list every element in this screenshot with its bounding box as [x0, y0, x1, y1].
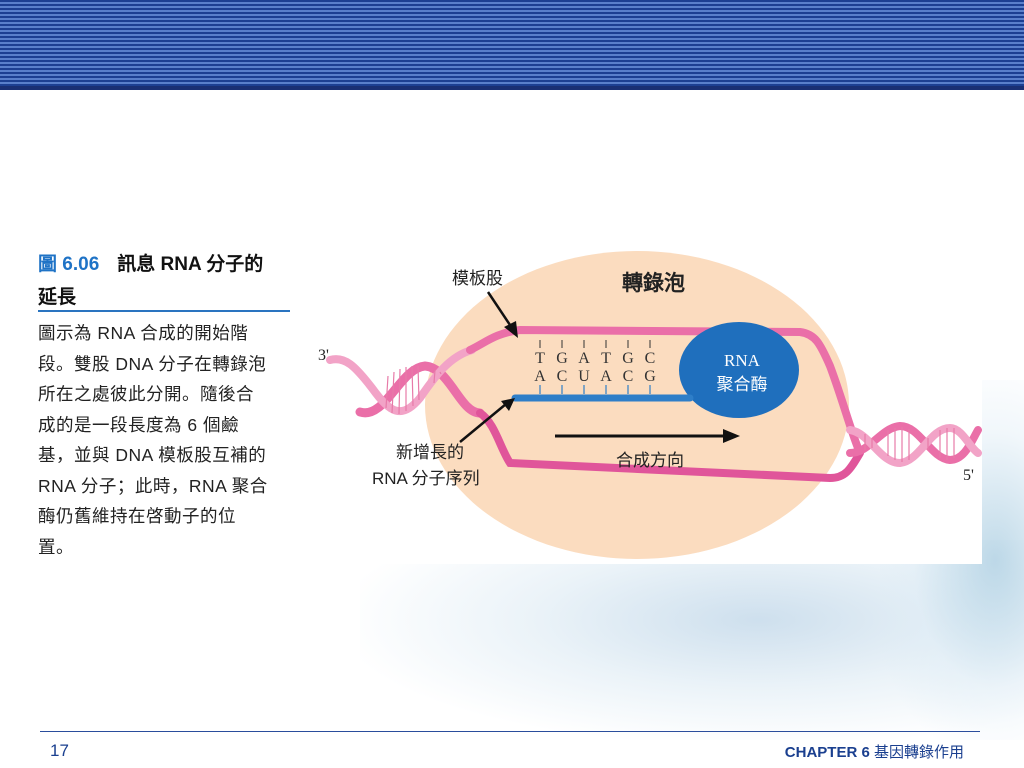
- figure-title: 圖 6.06 訊息 RNA 分子的 延長: [38, 248, 290, 314]
- dna-bases: [539, 340, 651, 348]
- figure-title-divider: [38, 310, 290, 312]
- caption-line: RNA 分子；此時，RNA 聚合: [38, 475, 268, 496]
- figure-title-line2: 延長: [38, 287, 77, 308]
- caption-line: 基，並與 DNA 模板股互補的: [38, 445, 267, 465]
- caption-line: 置。: [38, 536, 74, 557]
- caption-line: 圖示為 RNA 合成的開始階: [38, 323, 249, 343]
- caption-line: 所在之處彼此分開。隨後合: [38, 384, 254, 404]
- template-pointer-arrow: [486, 291, 518, 338]
- figure-label: 圖 6.06: [38, 254, 100, 275]
- rna-base: G: [644, 368, 656, 385]
- caption-line: 段。雙股 DNA 分子在轉錄泡: [38, 353, 267, 374]
- transcription-diagram: RNA 聚合酶 T G A T G C A C U A C G 合成方向 模板股…: [310, 248, 982, 564]
- chapter-number: CHAPTER 6: [784, 744, 870, 761]
- new-rna-label-2: RNA 分子序列: [372, 469, 480, 488]
- coding-strand: [476, 409, 864, 483]
- new-rna-label-1: 新增長的: [396, 443, 464, 462]
- rna-polymerase: [679, 322, 799, 418]
- direction-label: 合成方向: [616, 451, 684, 470]
- caption-line: 酶仍舊維持在啓動子的位: [38, 506, 236, 526]
- synthesis-direction-arrow: [555, 429, 740, 443]
- dna-base: G: [556, 350, 568, 367]
- rna-base: A: [534, 368, 546, 385]
- five-prime-label: 5': [963, 467, 974, 484]
- three-prime-label: 3': [318, 347, 329, 364]
- dna-base: G: [622, 350, 634, 367]
- footer-divider: [40, 731, 980, 732]
- polymerase-label-1: RNA: [724, 351, 761, 370]
- left-dna-helix: [326, 346, 485, 418]
- rna-base: A: [600, 368, 612, 385]
- chapter-footer: CHAPTER 6 基因轉錄作用: [785, 741, 964, 762]
- right-dna-helix: [846, 421, 982, 468]
- caption-line: 成的是一段長度為 6 個鹼: [38, 414, 239, 435]
- rna-base: U: [578, 368, 590, 385]
- template-strand: [466, 325, 862, 452]
- transcription-bubble: [425, 251, 849, 559]
- rna-base: C: [557, 368, 568, 385]
- polymerase-label-2: 聚合酶: [717, 375, 768, 394]
- rna-pointer-arrow: [459, 398, 515, 443]
- dna-base: C: [645, 350, 656, 367]
- chapter-title: 基因轉錄作用: [873, 744, 964, 761]
- figure-title-line1: 訊息 RNA 分子的: [117, 254, 264, 275]
- header-band: [0, 0, 1024, 90]
- bubble-label: 轉錄泡: [622, 271, 685, 295]
- rna-strand: [511, 385, 694, 402]
- rna-base: C: [623, 368, 634, 385]
- dna-base: T: [535, 350, 545, 367]
- dna-base: A: [578, 350, 590, 367]
- template-strand-label: 模板股: [452, 269, 503, 288]
- figure-caption: 圖示為 RNA 合成的開始階 段。雙股 DNA 分子在轉錄泡 所在之處彼此分開。…: [38, 318, 294, 562]
- page-number: 17: [50, 741, 69, 760]
- dna-base: T: [601, 350, 611, 367]
